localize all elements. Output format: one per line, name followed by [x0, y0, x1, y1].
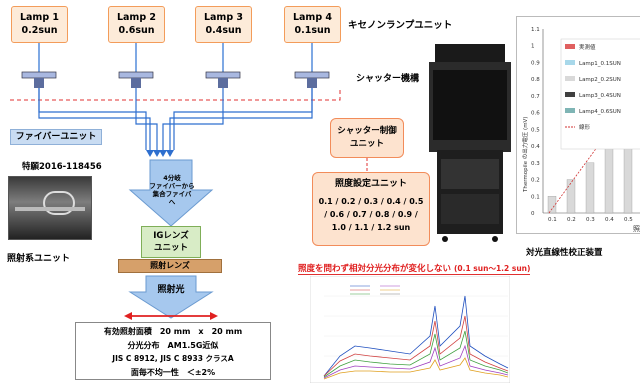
illuminance-values-1: 0.1 / 0.2 / 0.3 / 0.4 / 0.5	[318, 197, 424, 206]
legend-swatch	[565, 60, 575, 65]
shutter-mech-label: シャッター機構	[356, 74, 420, 84]
y-tick-label: 0.1	[531, 194, 540, 200]
fiber-unit-label: ファイバーユニット	[10, 129, 102, 145]
spectrum-graph	[310, 276, 510, 383]
ig-lens-line2: ユニット	[153, 243, 188, 253]
spec-area: 有効照射面積 20 mm x 20 mm	[103, 327, 243, 336]
y-tick-label: 0.5	[531, 127, 540, 133]
shutter-control-line1: シャッター制御	[337, 126, 397, 136]
y-tick-label: 0	[531, 211, 535, 217]
irradiation-light-label: 照射光	[157, 285, 185, 295]
legend-label: Lamp3_0.4SUN	[579, 93, 621, 99]
linearity-chart: Thermopile の出力電圧 (mV) 1.1 1 0.9 0.8 0.7 0.6 0.…	[521, 27, 640, 233]
lamp-1-power: 0.2sun	[21, 25, 58, 36]
legend-label: 線形	[579, 123, 591, 131]
illuminance-values-3: 1.0 / 1.1 / 1.2 sun	[331, 223, 411, 232]
legend-label: Lamp1_0.1SUN	[579, 61, 621, 67]
illuminance-title: 照度設定ユニット	[334, 179, 407, 189]
spectrum-headline-range: (0.1 sun～1.2 sun)	[453, 264, 531, 273]
y-tick-label: 0.6	[531, 111, 540, 117]
x-tick-label: 0.2	[567, 217, 576, 223]
x-tick-label: 0.5	[624, 217, 633, 223]
legend-swatch	[565, 76, 575, 81]
lamp-2-box: Lamp 2 0.6sun	[108, 6, 165, 43]
instrument-photo	[429, 44, 511, 242]
spectrum-legend	[350, 285, 400, 295]
irradiation-unit-photo	[8, 176, 92, 240]
y-tick-label: 0.4	[531, 144, 540, 150]
linearity-bar	[547, 196, 557, 214]
y-tick-label: 0.7	[531, 94, 540, 100]
legend-label: Lamp4_0.6SUN	[579, 109, 621, 115]
lamp-4-box: Lamp 4 0.1sun	[284, 6, 341, 43]
lamp-1-box: Lamp 1 0.2sun	[11, 6, 68, 43]
y-tick-label: 0.8	[531, 77, 540, 83]
spec-uniformity: 面毎不均一性 ＜±2%	[130, 367, 216, 377]
spec-jis: JIS C 8912, JIS C 8933 クラスA	[112, 354, 234, 363]
linearity-caption: 対光直線性校正装置	[526, 248, 603, 258]
irradiation-light-arrow	[128, 275, 214, 319]
lamp-2-name: Lamp 2	[116, 12, 157, 23]
x-tick-label: 0.1	[548, 217, 557, 223]
patent-label: 特願2016-118456	[22, 162, 102, 172]
legend-swatch	[565, 44, 575, 49]
fiber-merge-arrow	[128, 159, 214, 227]
lamp-2-power: 0.6sun	[118, 25, 155, 36]
ig-lens-unit: IGレンズ ユニット	[141, 226, 201, 258]
y-tick-label: 1	[531, 44, 535, 50]
lamp-1-name: Lamp 1	[19, 12, 60, 23]
y-tick-label: 0.9	[531, 60, 540, 66]
linearity-xlabel-partial: 照	[633, 225, 640, 233]
spec-distribution: 分光分布 AM1.5G近似	[127, 340, 219, 350]
linearity-bar	[585, 162, 595, 214]
lamp-4-name: Lamp 4	[292, 12, 333, 23]
y-tick-label: 0.3	[531, 161, 540, 167]
legend-swatch	[565, 92, 575, 97]
lamp-3-name: Lamp 3	[203, 12, 244, 23]
lamp-4-power: 0.1sun	[294, 25, 331, 36]
shutter-control-line2: ユニット	[349, 139, 384, 149]
xenon-unit-label: キセノンランプユニット	[348, 20, 453, 31]
legend-label: Lamp2_0.2SUN	[579, 77, 621, 83]
linearity-ylabel: Thermopile の出力電圧 (mV)	[521, 117, 529, 193]
illuminance-setting-unit: 照度設定ユニット 0.1 / 0.2 / 0.3 / 0.4 / 0.5 / 0…	[312, 172, 430, 246]
x-tick-label: 0.4	[605, 217, 614, 223]
legend-label: 実測値	[579, 43, 596, 51]
irradiation-lens-bar: 照射レンズ	[118, 259, 222, 273]
linearity-bar	[566, 179, 576, 214]
fiber-merge-line4: へ	[168, 198, 176, 206]
y-tick-label: 1.1	[531, 27, 540, 33]
lamp-3-box: Lamp 3 0.4sun	[195, 6, 252, 43]
spectrum-headline: 照度を問わず相対分光分布が変化しない (0.1 sun～1.2 sun)	[298, 262, 531, 275]
linearity-chart-frame: Thermopile の出力電圧 (mV) 1.1 1 0.9 0.8 0.7 0.6 0.…	[516, 16, 640, 234]
lamp-3-power: 0.4sun	[205, 25, 242, 36]
illuminance-values-2: / 0.6 / 0.7 / 0.8 / 0.9 /	[324, 210, 418, 219]
ig-lens-line1: IGレンズ	[153, 231, 189, 241]
spectrum-headline-main: 照度を問わず相対分光分布が変化しない	[298, 264, 452, 274]
fiber-merge-line2: ファイバーから	[149, 182, 195, 190]
fiber-merge-line3: 集合ファイバ	[152, 190, 192, 198]
x-tick-label: 0.3	[586, 217, 595, 223]
legend-swatch	[565, 108, 575, 113]
shutter-control-unit: シャッター制御 ユニット	[330, 118, 404, 158]
fiber-merge-text: 4分岐 ファイバーから 集合ファイバ へ	[146, 174, 198, 206]
spec-box: 有効照射面積 20 mm x 20 mm 分光分布 AM1.5G近似 JIS C…	[75, 322, 271, 380]
irradiation-unit-label: 照射系ユニット	[7, 254, 71, 264]
y-tick-label: 0.2	[531, 178, 540, 184]
linearity-bar	[604, 145, 614, 214]
fiber-merge-line1: 4分岐	[163, 174, 181, 182]
